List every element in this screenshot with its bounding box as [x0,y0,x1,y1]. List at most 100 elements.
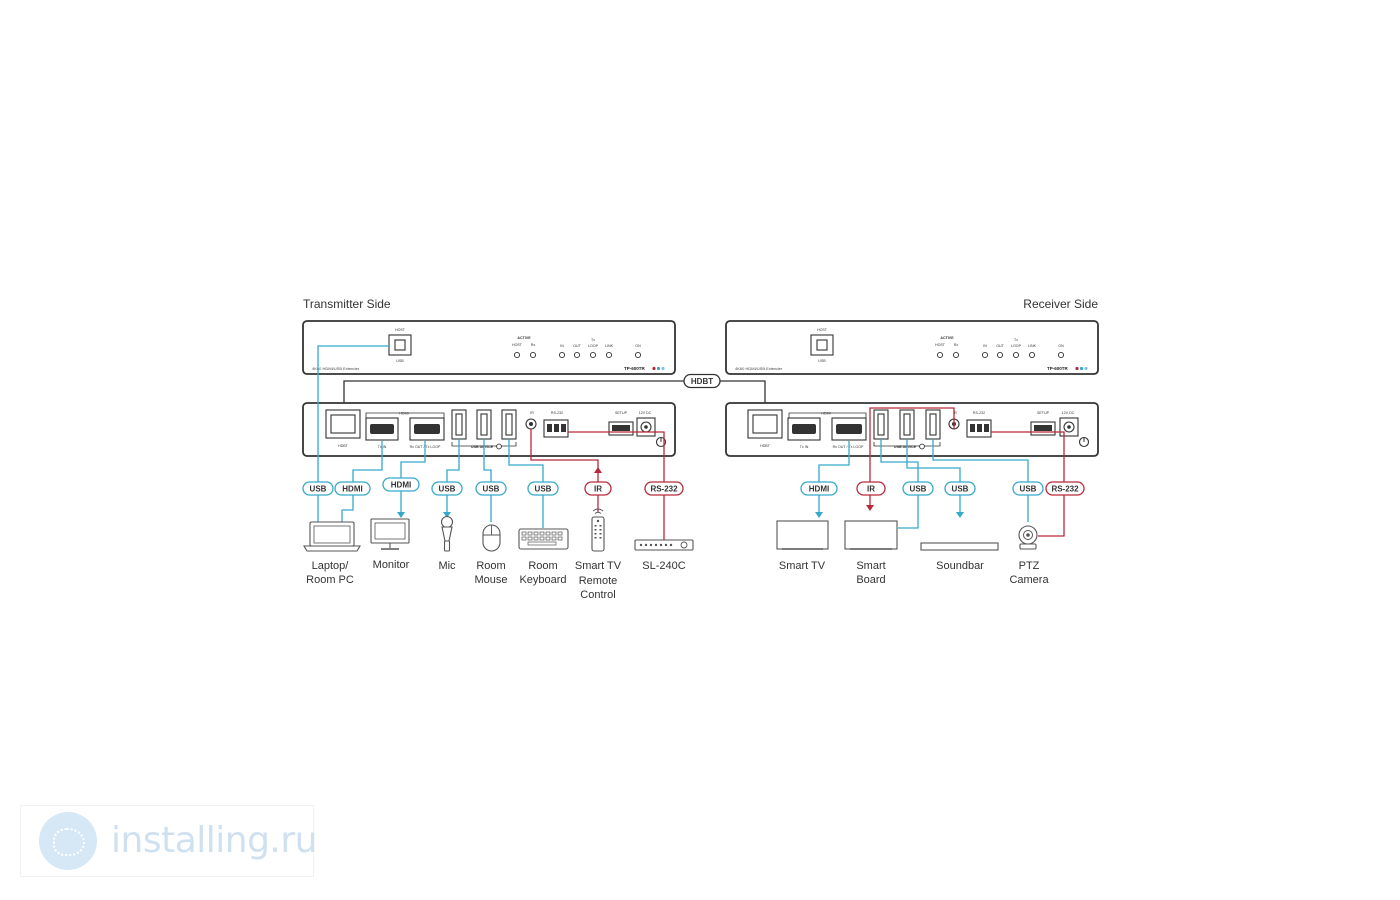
hdbt-link-pill [683,373,721,389]
camera-icon [1018,525,1038,550]
tx-link-led-icon [605,351,613,359]
tx-rear-ir-label: IR [530,411,534,415]
receiver-device-labels: Smart TV Smart Board Soundbar PTZ Camera [779,560,1050,586]
device-mouse-label-1: Room [476,560,505,572]
tx-on-led-icon [634,351,642,359]
rx-rear-setup-label: SETUP [1037,411,1050,415]
tx-rear-dc-label: 12V DC [639,411,652,415]
transmitter-connector-labels: USB HDMI HDMI USB USB USB IR RS-232 [302,477,684,496]
rx-pill-usb-camera-label: USB [1020,485,1037,494]
tx-rear-hdbt-label: HDBT [338,444,349,448]
receiver-side-title: Receiver Side [1023,297,1098,311]
transmitter-rear-panel: HDBT HDMI Tx IN Rx OUT / Tx LOOP USB DEV… [302,402,676,457]
rx-front-loop-label: LOOP [1011,344,1022,348]
tx-rear-setup-label: SETUP [615,411,628,415]
tx-pill-usb-mouse-label: USB [483,485,500,494]
receiver-connector-labels: HDMI IR USB USB USB RS-232 [800,481,1085,496]
transmitter-side-title: Transmitter Side [303,297,391,311]
tx-front-loop-label: LOOP [588,344,599,348]
tx-pill-usb-mic-label: USB [439,485,456,494]
tx-pill-hdmi-in [334,481,371,496]
tx-out-led-icon [573,351,581,359]
remote-control-icon [591,508,605,552]
tx-pill-usb-laptop [302,481,334,496]
tx-front-host-label: HOST [395,328,406,332]
device-ptz-camera-label-2: Camera [1009,574,1049,586]
rx-pill-usb-camera [1012,481,1044,496]
tx-front-brand-label: TP-600TR [624,366,646,371]
soundbar-icon [920,542,999,551]
tx-front-model-label: 4K60 HDMI/USB Extender [312,366,360,371]
rx-pill-hdmi-label: HDMI [809,485,829,494]
tx-front-active-label: ACTIVE [517,336,531,340]
device-sl240c-label: SL-240C [642,560,685,572]
rx-front-host-label: HOST [817,328,828,332]
tx-front-on-label: ON [635,344,641,348]
rx-host-led-icon [936,351,944,359]
rx-pill-usb-board [902,481,934,496]
rx-front-link-label: LINK [1028,344,1037,348]
tx-rear-rs232-label: RS-232 [551,411,563,415]
device-remote-label-2: Remote [579,575,618,587]
device-soundbar-label: Soundbar [936,560,984,572]
tx-pill-usb-keyboard [527,481,559,496]
rx-front-rx-led-label: Rx [954,343,959,347]
tx-pill-usb-laptop-label: USB [310,485,327,494]
device-laptop-label-2: Room PC [306,574,354,586]
smart-board-icon [844,520,898,550]
tx-front-usb-label: USB [396,359,404,363]
tx-front-tx-label: Tx [591,338,595,342]
watermark-text: installing.ru [111,820,317,861]
rx-out-led-icon [996,351,1004,359]
rx-rear-ir-label: IR [953,411,957,415]
rx-pill-hdmi [800,481,838,496]
monitor-icon [370,518,410,550]
watermark: installing.ru [20,805,317,877]
transmitter-devices [303,508,694,552]
rx-brand-dot-icon [1075,366,1079,371]
device-mic-label: Mic [438,560,456,572]
tx-pill-ir [584,481,612,496]
transmitter-device-labels: Laptop/ Room PC Monitor Mic Room Mouse R… [306,559,686,601]
rx-rear-rx-out-label: Rx OUT / Tx LOOP [833,445,864,449]
hdbt-link: HDBT [343,373,766,410]
device-smart-tv-label: Smart TV [779,560,826,572]
rx-loop-led-icon [1012,351,1020,359]
rx-rx-led-icon [952,351,960,359]
rx-front-out-label: OUT [996,344,1004,348]
rx-pill-ir-label: IR [867,485,875,494]
tx-in-led-icon [558,351,566,359]
rx-in-led-icon [981,351,989,359]
tx-front-rx-led-label: Rx [531,343,536,347]
rx-pill-ir [856,481,886,496]
rx-front-host-led-label: HOST [935,343,946,347]
tx-host-led-icon [513,351,521,359]
tx-pill-hdmi-out [382,477,420,492]
tx-front-in-label: IN [560,344,564,348]
rx-rear-hdmi-label: HDMI [821,412,830,416]
device-remote-label-1: Smart TV [575,560,622,572]
rx-pill-rs232 [1045,481,1085,496]
rx-rear-hdbt-label: HDBT [760,444,771,448]
tx-front-out-label: OUT [573,344,581,348]
device-monitor-label: Monitor [373,559,410,571]
tx-pill-rs232 [644,481,684,496]
tx-pill-usb-keyboard-label: USB [535,485,552,494]
tx-pill-usb-mouse [475,481,507,496]
device-smart-board-label-2: Board [856,574,885,586]
device-ptz-camera-label-1: PTZ [1019,560,1040,572]
rx-front-active-label: ACTIVE [940,336,954,340]
device-mouse-label-2: Mouse [474,574,507,586]
rx-rear-tx-in-label: Tx IN [800,445,809,449]
tx-front-host-led-label: HOST [512,343,523,347]
rx-link-led-icon [1028,351,1036,359]
rx-pill-usb-board-label: USB [910,485,927,494]
rx-front-on-label: ON [1058,344,1064,348]
tv-icon [776,520,829,550]
tx-rear-hdmi-label: HDMI [399,412,408,416]
tx-pill-ir-label: IR [594,485,602,494]
tx-brand-dot-icon [652,366,656,371]
tx-pill-rs232-label: RS-232 [650,485,678,494]
mouse-icon [482,524,501,552]
